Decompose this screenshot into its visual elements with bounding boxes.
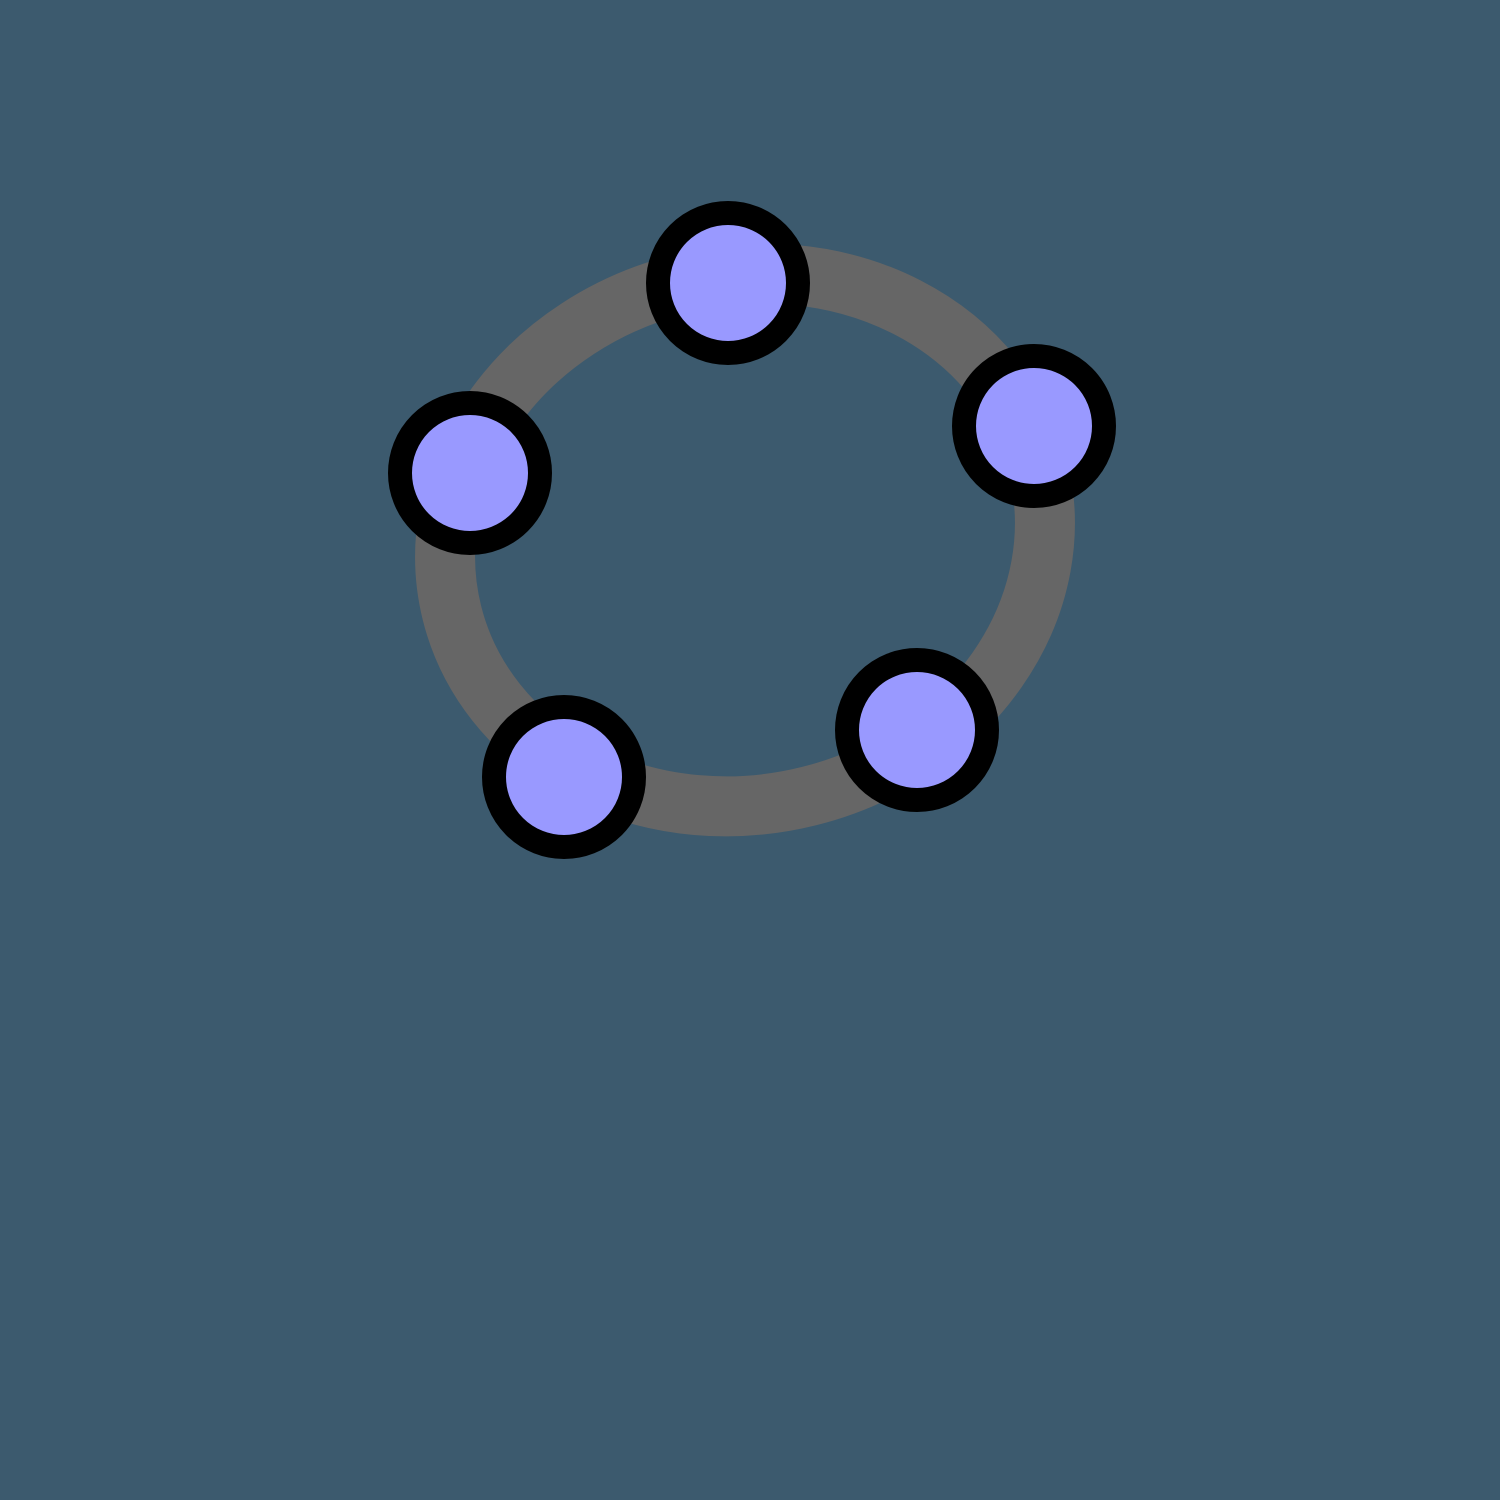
points-group <box>388 201 1116 859</box>
point-left[interactable] <box>388 391 552 555</box>
point-lower-right[interactable] <box>835 648 999 812</box>
point-lower-left[interactable] <box>482 695 646 859</box>
point-top[interactable] <box>646 201 810 365</box>
point-right[interactable] <box>952 344 1116 508</box>
